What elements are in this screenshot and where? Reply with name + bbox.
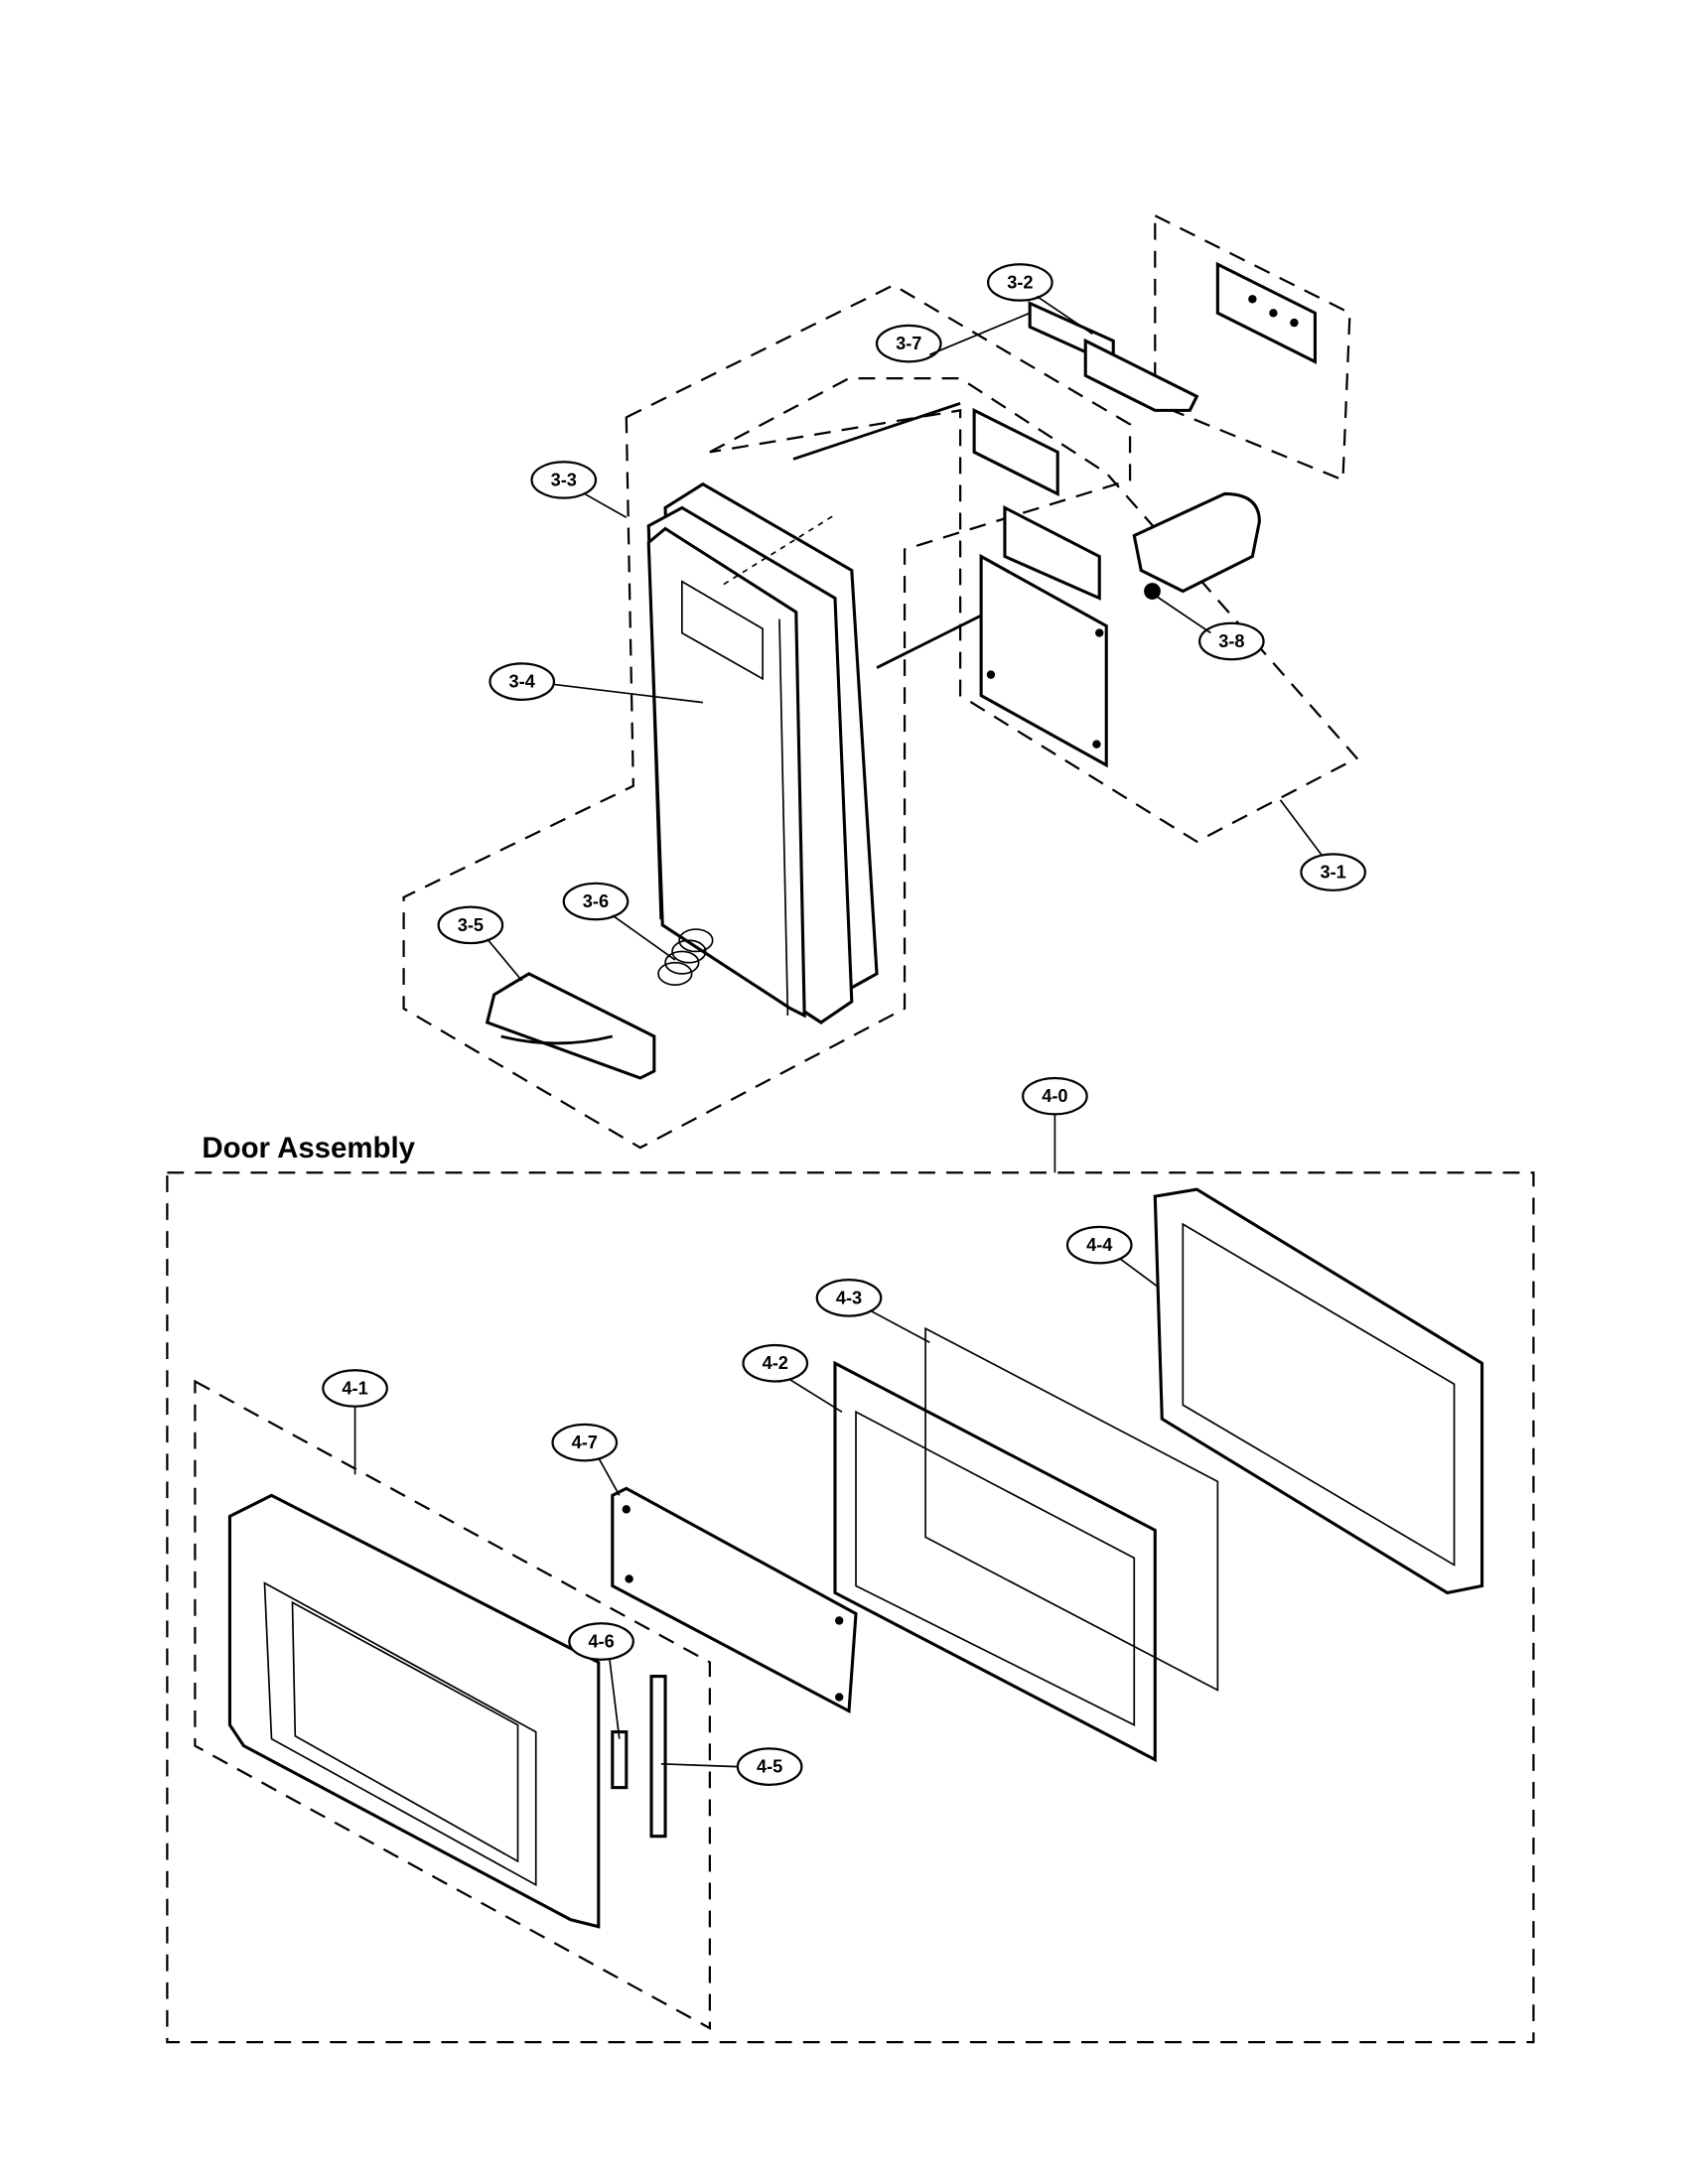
choke-frame-4-4	[1153, 1187, 1484, 1595]
callout-3-4: 3-4	[489, 662, 556, 701]
svg-text:4-2: 4-2	[763, 1353, 788, 1373]
callout-4-3: 4-3	[815, 1279, 883, 1317]
control-panel-frame	[646, 402, 989, 1024]
callout-4-5: 4-5	[736, 1747, 803, 1786]
svg-text:3-3: 3-3	[551, 470, 577, 489]
circuit-board-assembly	[972, 301, 1261, 768]
group-boundary-3-2	[1154, 213, 1351, 482]
spring-4-6	[611, 1730, 629, 1790]
svg-text:4-6: 4-6	[588, 1632, 614, 1652]
pcb	[979, 553, 1108, 768]
callout-3-1: 3-1	[1300, 853, 1366, 891]
inner-door-4-2	[833, 1360, 1157, 1763]
svg-text:3-5: 3-5	[458, 915, 484, 935]
callout-3-6: 3-6	[562, 882, 630, 921]
latch-and-spring	[485, 928, 714, 1080]
callout-3-2: 3-2	[987, 263, 1053, 302]
spring-3-6	[657, 928, 714, 986]
svg-text:3-7: 3-7	[896, 334, 921, 353]
callout-4-1: 4-1	[322, 1369, 388, 1408]
control-panel-cover	[646, 526, 806, 1019]
svg-text:3-6: 3-6	[583, 891, 609, 911]
latch-3-5	[485, 972, 656, 1080]
svg-text:4-1: 4-1	[342, 1378, 367, 1398]
svg-text:3-1: 3-1	[1320, 863, 1345, 883]
door-parts	[227, 1187, 1484, 1929]
door-frame-4-1	[227, 1493, 601, 1929]
callout-4-4: 4-4	[1065, 1225, 1133, 1265]
callout-3-8: 3-8	[1198, 621, 1265, 661]
callout-4-6: 4-6	[568, 1622, 634, 1661]
control-panel-group	[402, 213, 1359, 1150]
svg-text:3-4: 3-4	[509, 672, 536, 692]
display-window	[681, 580, 764, 681]
svg-text:4-5: 4-5	[757, 1757, 782, 1777]
callout-3-3: 3-3	[530, 461, 598, 499]
group-boundary-3-1	[709, 377, 1359, 844]
plate-4-7	[611, 1486, 858, 1714]
callout-4-2: 4-2	[742, 1343, 809, 1383]
hinge-4-5	[649, 1674, 667, 1839]
mesh-sheet-4-3	[924, 1326, 1219, 1692]
svg-text:4-0: 4-0	[1042, 1086, 1067, 1106]
callout-4-7: 4-7	[551, 1423, 619, 1462]
door-assembly-boundary	[166, 1171, 1535, 2044]
svg-text:3-8: 3-8	[1218, 631, 1244, 651]
leader-lines	[353, 295, 1324, 1768]
group-boundary-4-1	[194, 1379, 711, 2030]
svg-text:4-7: 4-7	[572, 1433, 598, 1452]
callout-3-5: 3-5	[437, 905, 504, 945]
group-boundary-3-3	[402, 283, 1132, 1150]
svg-text:4-4: 4-4	[1086, 1235, 1113, 1255]
callout-3-7: 3-7	[875, 324, 942, 363]
svg-text:4-3: 4-3	[836, 1288, 862, 1307]
callout-4-0: 4-0	[1022, 1076, 1088, 1116]
section-title: Door Assembly	[202, 1132, 415, 1164]
ribbon-cable	[1132, 491, 1261, 594]
svg-text:3-2: 3-2	[1007, 272, 1033, 292]
switch-part	[1083, 261, 1317, 412]
